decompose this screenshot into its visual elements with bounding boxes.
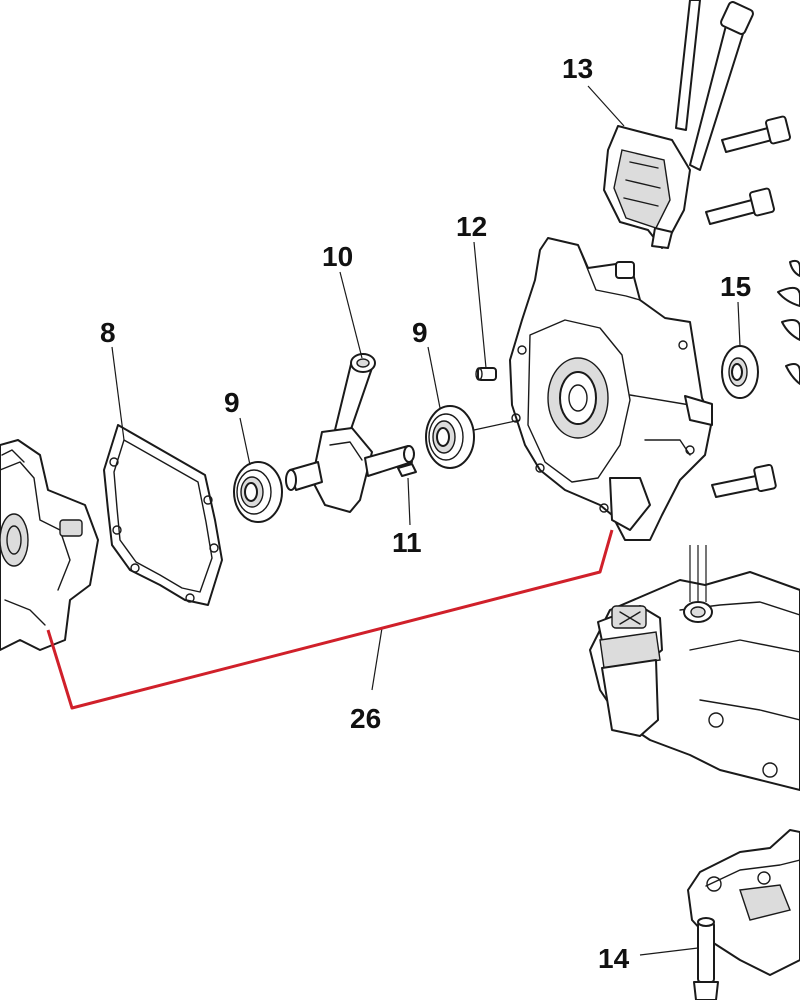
flywheel-blades <box>777 259 800 385</box>
callout-9-left: 9 <box>224 387 240 418</box>
ignition-module <box>603 0 754 249</box>
gasket <box>103 424 223 606</box>
assembly-link-26 <box>46 529 614 710</box>
callout-9-right: 9 <box>412 317 428 348</box>
leader-13 <box>587 85 625 127</box>
callout-26: 26 <box>350 703 381 734</box>
crankcase-half-left <box>0 439 99 651</box>
seal-right <box>425 405 475 469</box>
spacer-ring <box>721 345 759 399</box>
leader-8 <box>111 346 125 441</box>
leader-11 <box>407 477 411 526</box>
bolt-upper <box>721 115 791 153</box>
leader-9a <box>239 417 251 466</box>
seal-left <box>233 461 283 523</box>
callout-10: 10 <box>322 241 353 272</box>
leader-10 <box>339 271 363 359</box>
bolt-lower <box>705 187 775 225</box>
leader-9b <box>427 346 441 409</box>
leader-shaft <box>473 419 521 431</box>
crankcase-half-right <box>509 237 713 541</box>
fuel-tank-frame <box>589 545 800 791</box>
dowel-pin <box>475 367 497 381</box>
bolt-middle <box>711 463 777 498</box>
callout-13: 13 <box>562 53 593 84</box>
leader-12 <box>473 241 487 369</box>
screw-stud <box>693 917 719 1000</box>
callout-15: 15 <box>720 271 751 302</box>
woodruff-key <box>397 463 417 477</box>
crankshaft-assembly <box>285 353 415 513</box>
callout-12: 12 <box>456 211 487 242</box>
bottom-bracket <box>687 829 800 976</box>
leader-15 <box>737 301 741 347</box>
leader-14 <box>639 947 699 956</box>
callout-14: 14 <box>598 943 630 974</box>
callout-8: 8 <box>100 317 116 348</box>
callout-11: 11 <box>392 527 422 558</box>
leader-26 <box>371 627 383 691</box>
